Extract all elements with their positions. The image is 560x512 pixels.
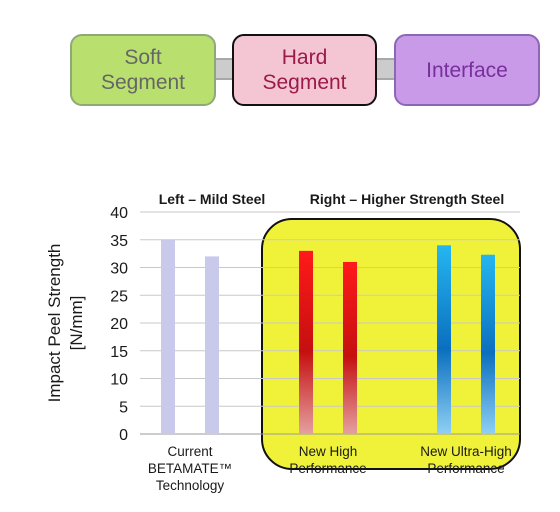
section-label-left: Left – Mild Steel xyxy=(159,191,266,207)
y-tick-label: 15 xyxy=(110,344,128,361)
soft-segment-box: Soft Segment xyxy=(70,34,216,106)
interface-box: Interface xyxy=(394,34,540,106)
y-tick-label: 30 xyxy=(110,261,128,278)
bar-1-2 xyxy=(205,256,219,434)
y-tick-label: 10 xyxy=(110,372,128,389)
connector-soft-hard xyxy=(214,58,234,80)
section-label-right: Right – Higher Strength Steel xyxy=(310,191,504,207)
segment-diagram: Soft Segment Hard Segment Interface xyxy=(0,0,560,130)
interface-label: Interface xyxy=(426,58,508,82)
y-tick-label: 25 xyxy=(110,288,128,305)
hard-segment-line1: Hard xyxy=(281,46,328,69)
soft-segment-line2: Segment xyxy=(100,71,186,94)
y-tick-label: 20 xyxy=(110,316,128,333)
bar-2-2 xyxy=(343,261,357,434)
bar-2-1 xyxy=(299,250,313,434)
y-tick-label: 0 xyxy=(119,427,128,444)
y-tick-label: 35 xyxy=(110,233,128,250)
connector-hard-interface xyxy=(375,58,396,80)
soft-segment-line1: Soft xyxy=(124,46,162,69)
y-tick-label: 5 xyxy=(119,399,128,416)
y-axis-title: Impact Peel Strength[N/mm] xyxy=(45,244,86,403)
bar-3-2 xyxy=(481,254,495,434)
hard-segment-line2: Segment xyxy=(262,71,347,94)
bar-1-1 xyxy=(161,239,175,434)
y-tick-label: 40 xyxy=(110,205,128,222)
hard-segment-box: Hard Segment xyxy=(232,34,377,106)
bar-3-1 xyxy=(437,245,451,434)
